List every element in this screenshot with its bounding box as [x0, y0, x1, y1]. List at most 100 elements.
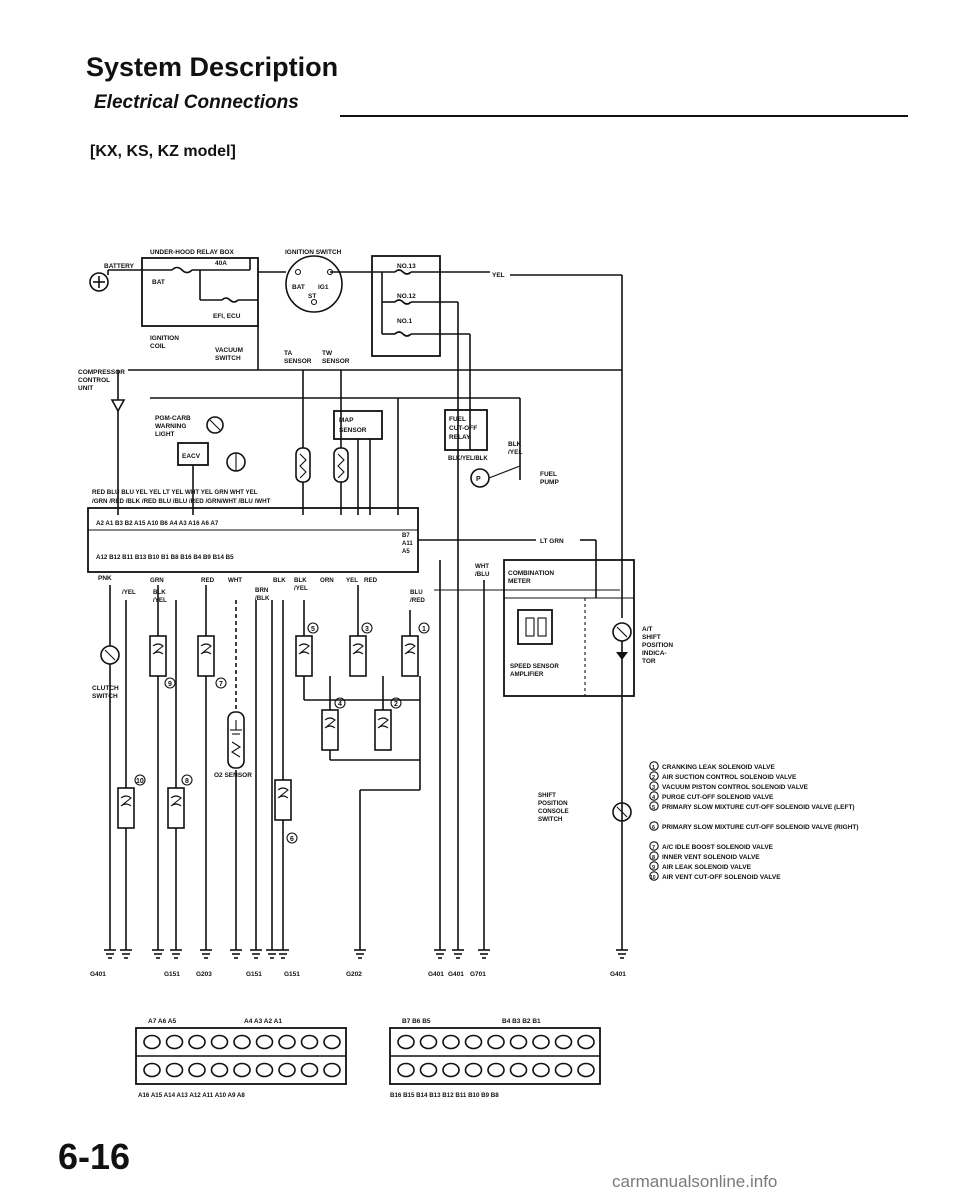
connector-pin: [210, 1034, 229, 1050]
pnk-wire-label: PNK: [98, 575, 112, 582]
yel-wire-label-2: YEL: [346, 577, 358, 584]
compressor-unit-symbol: [110, 370, 126, 515]
fuse-no13-label: NO.13: [397, 263, 416, 270]
shift-switch-label-3: CONSOLE: [538, 808, 569, 815]
blk-yel-label-2: /YEL: [508, 449, 522, 456]
legend-item: PURGE CUT-OFF SOLENOID VALVE: [662, 794, 774, 801]
yel-wire-label: YEL: [492, 272, 505, 279]
vacuum-switch-label-1: VACUUM: [215, 347, 243, 354]
svg-text:8: 8: [652, 855, 655, 861]
o2-sensor-icon: [227, 711, 245, 769]
ignition-coil-label-2: COIL: [150, 343, 166, 350]
svg-text:2: 2: [652, 775, 655, 781]
fuel-pump-label-2: PUMP: [540, 479, 559, 486]
ground-label: G401: [90, 971, 106, 978]
power-bus: [128, 301, 622, 950]
svg-text:1: 1: [652, 765, 655, 771]
valve-number-markers: 5 3 1 9 7 4 2 10 8 6: [134, 622, 430, 844]
at-indicator-icon: [612, 622, 632, 950]
blk-yel2-wire-1: BLK: [294, 577, 307, 584]
page-title: System Description: [86, 52, 339, 82]
legend-item: AIR LEAK SOLENOID VALVE: [662, 864, 752, 871]
connector-pin: [278, 1062, 296, 1078]
blk-yel-label-1: BLK: [508, 441, 522, 448]
connector-pin: [323, 1062, 341, 1078]
at-indicator-label-3: POSITION: [642, 642, 673, 649]
ecu-connector-band: [87, 507, 419, 573]
fuel-cutoff-relay: [444, 409, 488, 451]
red-wire-label: RED: [201, 577, 215, 584]
at-indicator-label-2: SHIFT: [642, 634, 661, 641]
blu-red-wire-2: /RED: [410, 597, 425, 604]
tw-sensor-label-1: TW: [322, 350, 333, 357]
speed-sensor-label-2: AMPLIFIER: [510, 671, 544, 678]
connector-pin: [188, 1034, 206, 1050]
battery-icon: [89, 272, 109, 292]
blk-yel-blk-label: BLK/YEL/BLK: [448, 456, 488, 462]
connector-a-top-left: A7 A6 A5: [148, 1018, 176, 1025]
pgm-carb-label-1: PGM-CARB: [155, 415, 191, 422]
at-indicator-label-5: TOR: [642, 658, 656, 665]
blk-yel2-wire-2: /YEL: [294, 585, 308, 592]
connector-a: [135, 1027, 347, 1085]
clutch-switch-icon: [100, 585, 120, 950]
switch-ig1-label: IG1: [318, 284, 329, 291]
connector-pin: [577, 1062, 595, 1078]
switch-st-label: ST: [308, 293, 316, 300]
connector-b: [389, 1027, 601, 1085]
blu-red-wire-1: BLU: [410, 589, 423, 596]
fuse-no12-label: NO.12: [397, 293, 416, 300]
ecu-pins-a-row: A2 A1 B3 B2 A15 A10 B6 A4 A3 A16 A6 A7: [96, 520, 219, 527]
connector-pin: [143, 1034, 161, 1050]
tw-sensor-label-2: SENSOR: [322, 358, 350, 365]
combination-meter-label-2: METER: [508, 578, 531, 585]
ground-label: G701: [470, 971, 486, 978]
connector-pin: [300, 1062, 319, 1078]
shift-switch-icon: [612, 802, 632, 822]
ecu-pins-b-row: A12 B12 B11 B13 B10 B1 B8 B16 B4 B9 B14 …: [96, 554, 234, 561]
wire-color-row-1: RED BLU BLU YEL YEL LT YEL WHT YEL GRN W…: [92, 489, 258, 496]
connector-pin: [532, 1062, 550, 1078]
ground-label: G151: [246, 971, 262, 978]
eacv-valve-icon: [226, 452, 246, 472]
fuel-relay-label-1: FUEL: [449, 416, 466, 423]
ta-sensor-label-1: TA: [284, 350, 292, 357]
solenoid-valves: [117, 635, 419, 829]
connector-pin: [210, 1062, 229, 1078]
blk-wire-label: BLK: [273, 577, 286, 584]
subtitle-rule: [340, 115, 908, 117]
pgm-carb-label-3: LIGHT: [155, 431, 175, 438]
speed-sensor-icon: [517, 609, 553, 645]
connector-a-bottom: A16 A15 A14 A13 A12 A11 A10 A9 A8: [138, 1092, 245, 1099]
thermistor-ta-icon: [295, 447, 311, 483]
legend-item: A/C IDLE BOOST SOLENOID VALVE: [662, 844, 774, 851]
thermistor-tw-icon: [333, 447, 349, 483]
ignition-coil-label-1: IGNITION: [150, 335, 179, 342]
connector-pin: [464, 1062, 483, 1078]
connector-pin: [233, 1062, 251, 1078]
grn-wire-label-1: GRN: [150, 577, 164, 584]
connector-pin: [165, 1034, 184, 1050]
ground-label: G401: [448, 971, 464, 978]
connector-pin: [509, 1034, 528, 1050]
model-label: [KX, KS, KZ model]: [90, 143, 236, 160]
svg-text:4: 4: [338, 701, 342, 708]
connector-b-bottom: B16 B15 B14 B13 B12 B11 B10 B9 B8: [390, 1092, 499, 1099]
ground-label: G151: [164, 971, 180, 978]
page-number: 6-16: [58, 1136, 131, 1177]
connector-pin: [143, 1062, 161, 1078]
at-indicator-label-1: A/T: [642, 626, 653, 633]
connector-pin: [442, 1034, 460, 1050]
bat-label: BAT: [152, 279, 165, 286]
shift-switch-label-2: POSITION: [538, 800, 568, 807]
legend-item: CRANKING LEAK SOLENOID VALVE: [662, 764, 775, 771]
connector-pin: [577, 1034, 595, 1050]
lt-grn-label: LT GRN: [540, 538, 564, 545]
ground-label: G401: [428, 971, 444, 978]
map-sensor-label-2: SENSOR: [339, 427, 367, 434]
fuse-no1-label: NO.1: [397, 318, 413, 325]
efi-ecu-label: EFI, ECU: [213, 313, 241, 320]
eacv-block: [177, 442, 209, 515]
combination-meter-box: [503, 559, 635, 697]
connector-pin: [419, 1062, 438, 1078]
